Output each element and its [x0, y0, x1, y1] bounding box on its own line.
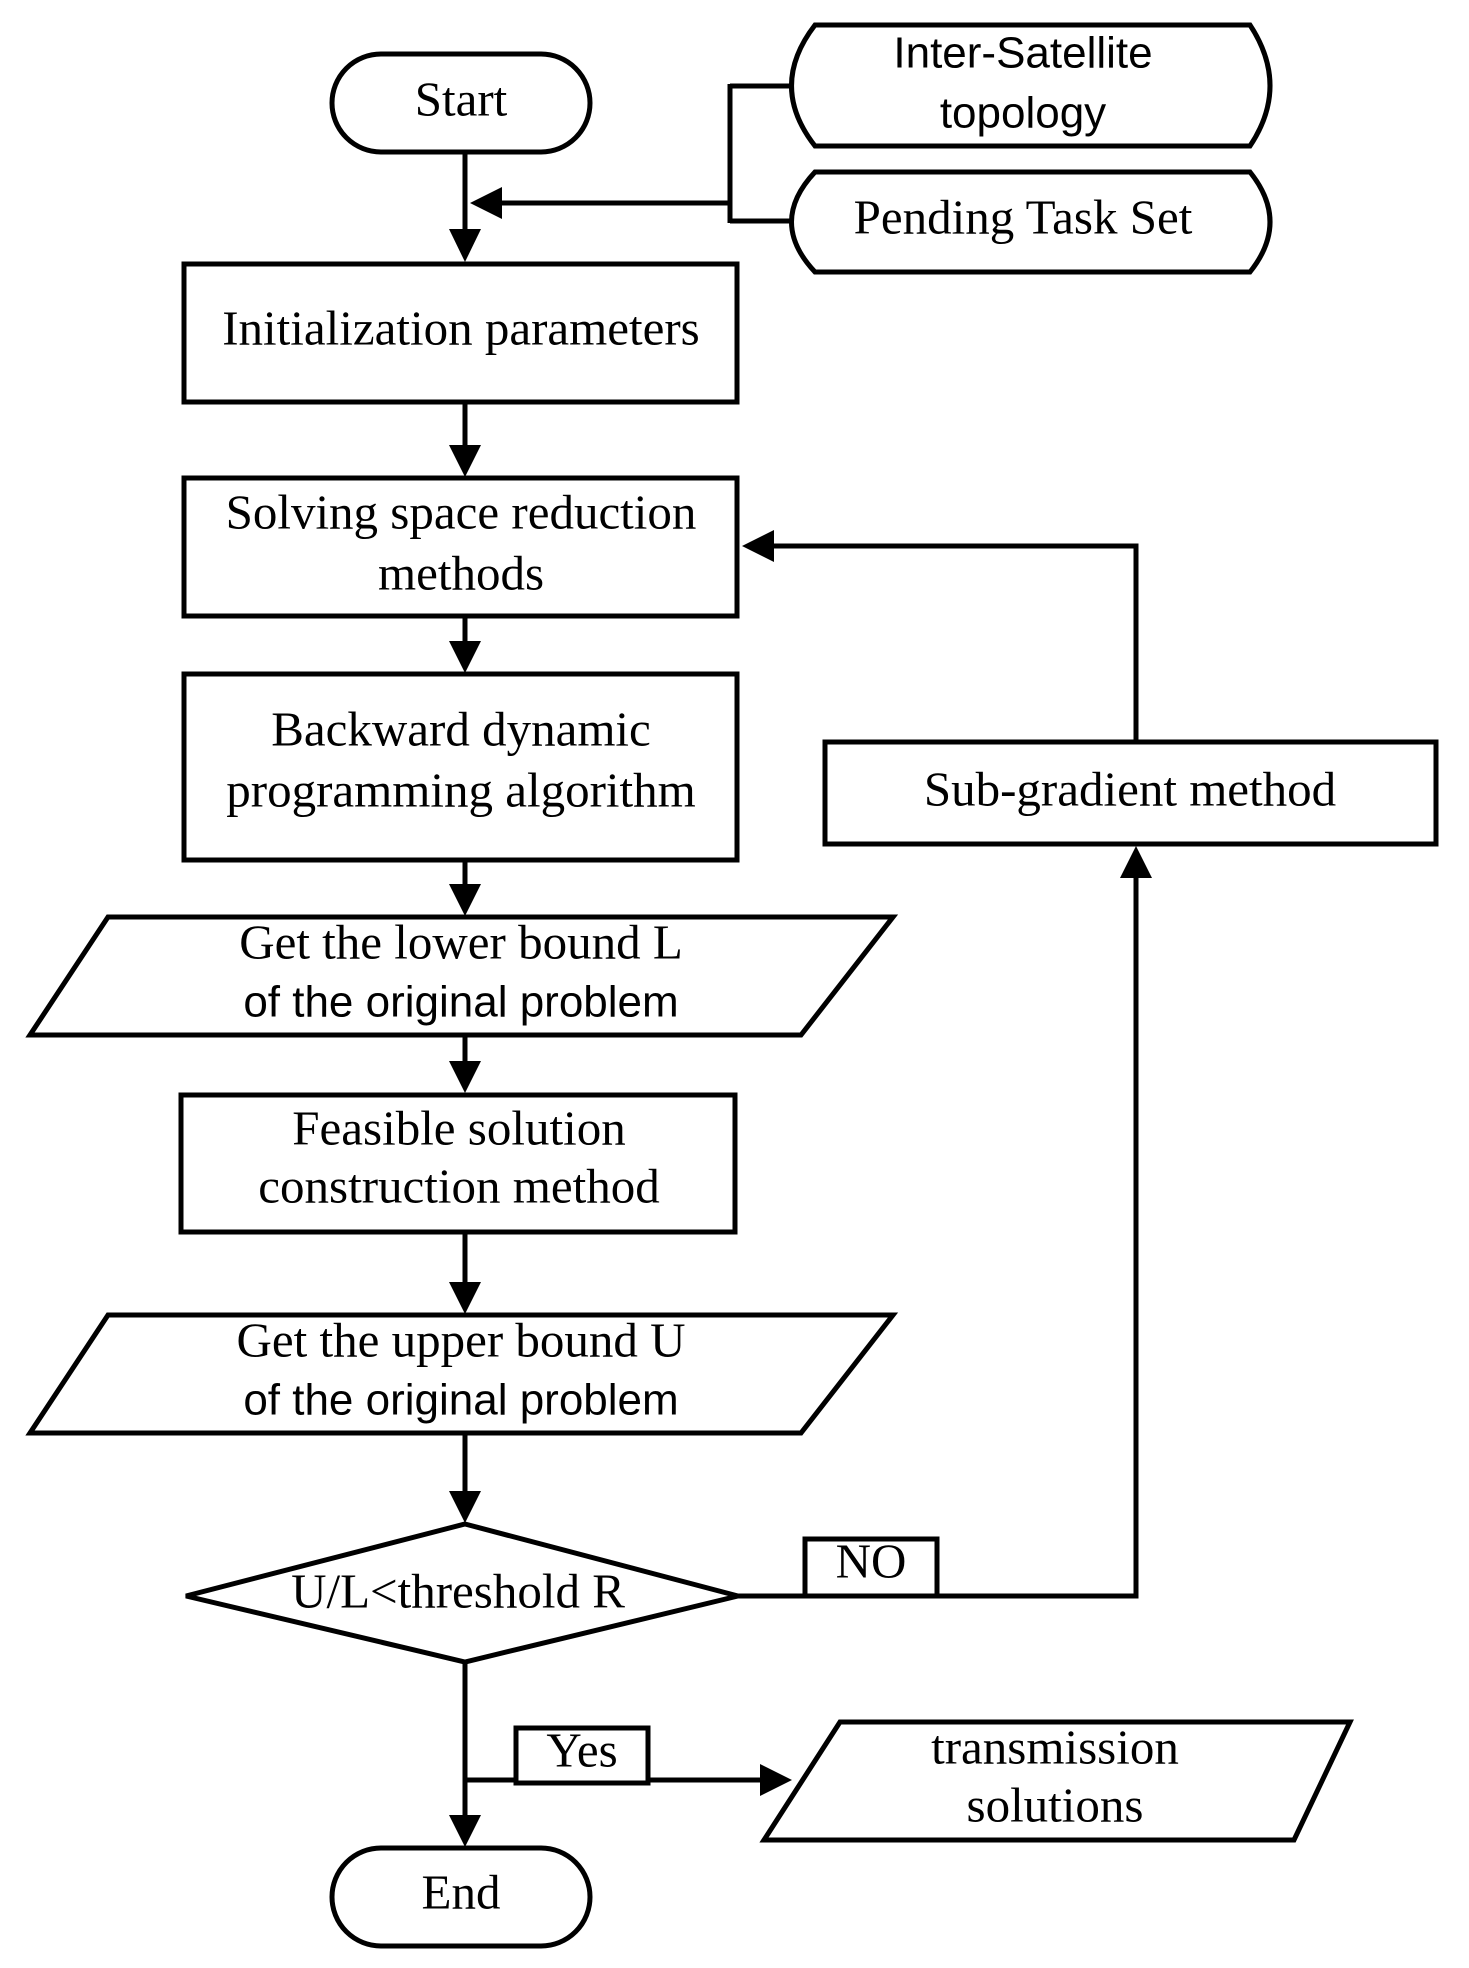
arrowhead-loop-back — [742, 530, 774, 562]
start-label: Start — [415, 71, 508, 126]
start-terminator — [329, 51, 593, 155]
transmission-label-line1: transmission — [931, 1719, 1179, 1774]
subgradient-label: Sub-gradient method — [924, 761, 1336, 816]
upper-bound-parallelogram — [25, 1312, 899, 1436]
lower-bound-node: Get the lower bound L of the original pr… — [25, 914, 899, 1038]
arrowhead-subgradient — [1120, 846, 1152, 878]
space-reduction-label-line1: Solving space reduction — [226, 484, 697, 539]
transmission-label-line2: solutions — [967, 1777, 1144, 1832]
inter-satellite-label-line2: topology — [940, 89, 1106, 138]
arrowhead-end — [449, 1815, 481, 1847]
space-reduction-box — [181, 475, 740, 619]
backward-dp-box — [181, 671, 740, 863]
subgradient-box — [822, 739, 1439, 847]
arrow-subgradient-to-solving — [768, 543, 1139, 742]
lower-bound-parallelogram — [25, 914, 899, 1038]
feasible-solution-box — [178, 1092, 738, 1235]
yes-branch-label: Yes — [513, 1722, 651, 1786]
backward-dp-label-line1: Backward dynamic — [271, 701, 651, 756]
backward-dp-label-line2: programming algorithm — [226, 762, 696, 817]
lower-bound-label-line1: Get the lower bound L — [239, 914, 683, 969]
space-reduction-node: Solving space reduction methods — [181, 475, 740, 619]
arrowhead-solving — [449, 445, 481, 477]
inter-satellite-storage-shape — [789, 22, 1273, 149]
arrowhead-upper — [449, 1282, 481, 1314]
arrowhead-lower — [449, 884, 481, 916]
decision-node: U/L<threshold R — [185, 1521, 739, 1665]
arrowhead-feasible — [449, 1061, 481, 1093]
yes-label-text: Yes — [546, 1722, 617, 1777]
arrowhead-backward — [449, 641, 481, 673]
transmission-solutions-node: transmission solutions — [759, 1719, 1354, 1843]
pending-task-label: Pending Task Set — [854, 189, 1193, 244]
decision-diamond — [185, 1521, 739, 1665]
lower-bound-label-line2: of the original problem — [243, 978, 678, 1027]
no-branch-label: NO — [802, 1533, 940, 1599]
upper-bound-label-line1: Get the upper bound U — [236, 1312, 685, 1367]
pending-task-storage-shape — [789, 169, 1273, 275]
end-label: End — [422, 1864, 501, 1919]
arrowhead-init — [449, 229, 481, 262]
arrowhead-decision — [449, 1491, 481, 1523]
init-params-box — [181, 261, 740, 405]
inter-satellite-topology-node: Inter-Satellite topology — [789, 22, 1273, 149]
init-params-node: Initialization parameters — [181, 261, 740, 405]
subgradient-node: Sub-gradient method — [822, 739, 1439, 847]
transmission-parallelogram — [759, 1719, 1354, 1843]
decision-label: U/L<threshold R — [291, 1563, 625, 1618]
pending-task-set-node: Pending Task Set — [789, 169, 1273, 275]
feasible-solution-node: Feasible solution construction method — [178, 1092, 738, 1235]
start-node: Start — [329, 51, 593, 155]
backward-dp-node: Backward dynamic programming algorithm — [181, 671, 740, 863]
end-terminator — [329, 1845, 593, 1949]
connectors — [449, 83, 1152, 1847]
end-node: End — [329, 1845, 593, 1949]
arrowhead-transmission — [760, 1764, 792, 1796]
init-params-label: Initialization parameters — [222, 300, 700, 355]
feasible-solution-label-line2: construction method — [258, 1158, 659, 1213]
no-label-text: NO — [836, 1533, 907, 1588]
upper-bound-label-line2: of the original problem — [243, 1376, 678, 1425]
inter-satellite-label-line1: Inter-Satellite — [893, 29, 1152, 78]
space-reduction-label-line2: methods — [378, 545, 544, 600]
feasible-solution-label-line1: Feasible solution — [292, 1100, 625, 1155]
no-label-box — [802, 1536, 940, 1599]
yes-label-box — [513, 1725, 651, 1786]
arrowhead-inputs — [470, 187, 502, 219]
upper-bound-node: Get the upper bound U of the original pr… — [25, 1312, 899, 1436]
